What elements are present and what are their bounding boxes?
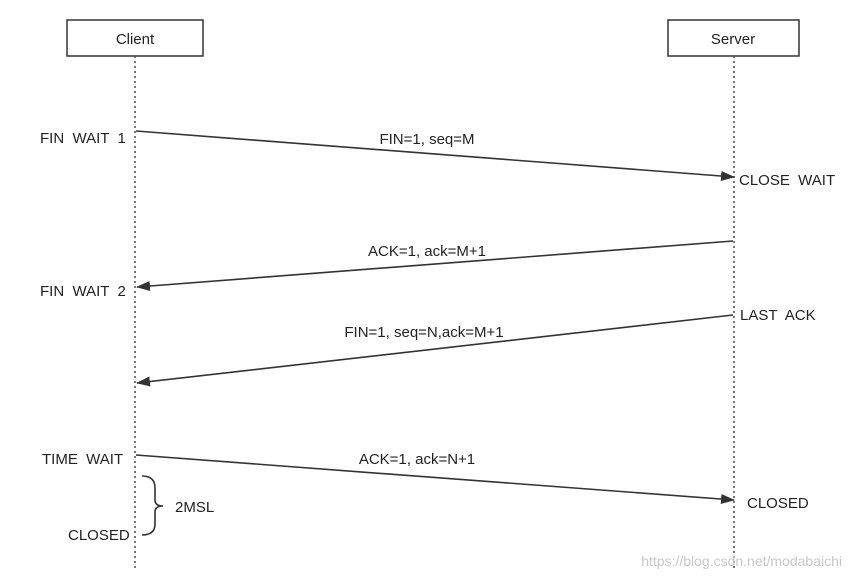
server-state-close-wait: CLOSE WAIT [739, 172, 835, 189]
client-state-fin-wait-2: FIN WAIT 2 [40, 283, 126, 300]
message-label-2: ACK=1, ack=M+1 [368, 243, 486, 260]
message-label-4: ACK=1, ack=N+1 [359, 451, 475, 468]
server-state-last-ack: LAST ACK [740, 307, 816, 324]
arrow-fin-2 [136, 314, 734, 387]
server-box: Server [667, 19, 800, 57]
message-label-3: FIN=1, seq=N,ack=M+1 [344, 324, 503, 341]
arrow-fin-1 [135, 130, 735, 181]
server-label: Server [711, 31, 755, 48]
watermark: https://blog.csdn.net/modabaichi [641, 553, 842, 569]
client-state-fin-wait-1: FIN WAIT 1 [40, 130, 126, 147]
arrow-ack-2 [135, 454, 735, 505]
client-state-closed: CLOSED [68, 527, 130, 544]
client-box: Client [66, 19, 204, 57]
timer-brace [141, 475, 164, 536]
arrow-ack-1 [136, 240, 734, 291]
client-label: Client [116, 31, 155, 48]
client-state-time-wait: TIME WAIT [42, 451, 123, 468]
server-state-closed: CLOSED [747, 495, 809, 512]
timer-label: 2MSL [175, 499, 214, 516]
message-label-1: FIN=1, seq=M [379, 131, 474, 148]
